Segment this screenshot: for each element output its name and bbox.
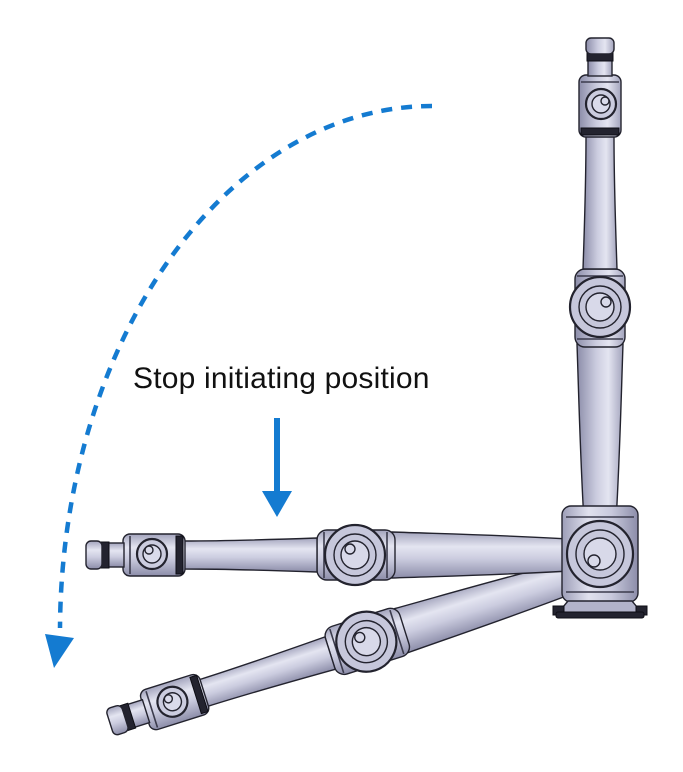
robot-arm-horizontal-pose — [84, 523, 572, 587]
down-arrow-icon — [262, 418, 292, 517]
rotation-arc-arrow-icon — [45, 103, 433, 668]
robot-arm-vertical-pose — [568, 36, 632, 524]
robot-base-hub — [552, 505, 648, 619]
annotation-label: Stop initiating position — [133, 362, 430, 395]
